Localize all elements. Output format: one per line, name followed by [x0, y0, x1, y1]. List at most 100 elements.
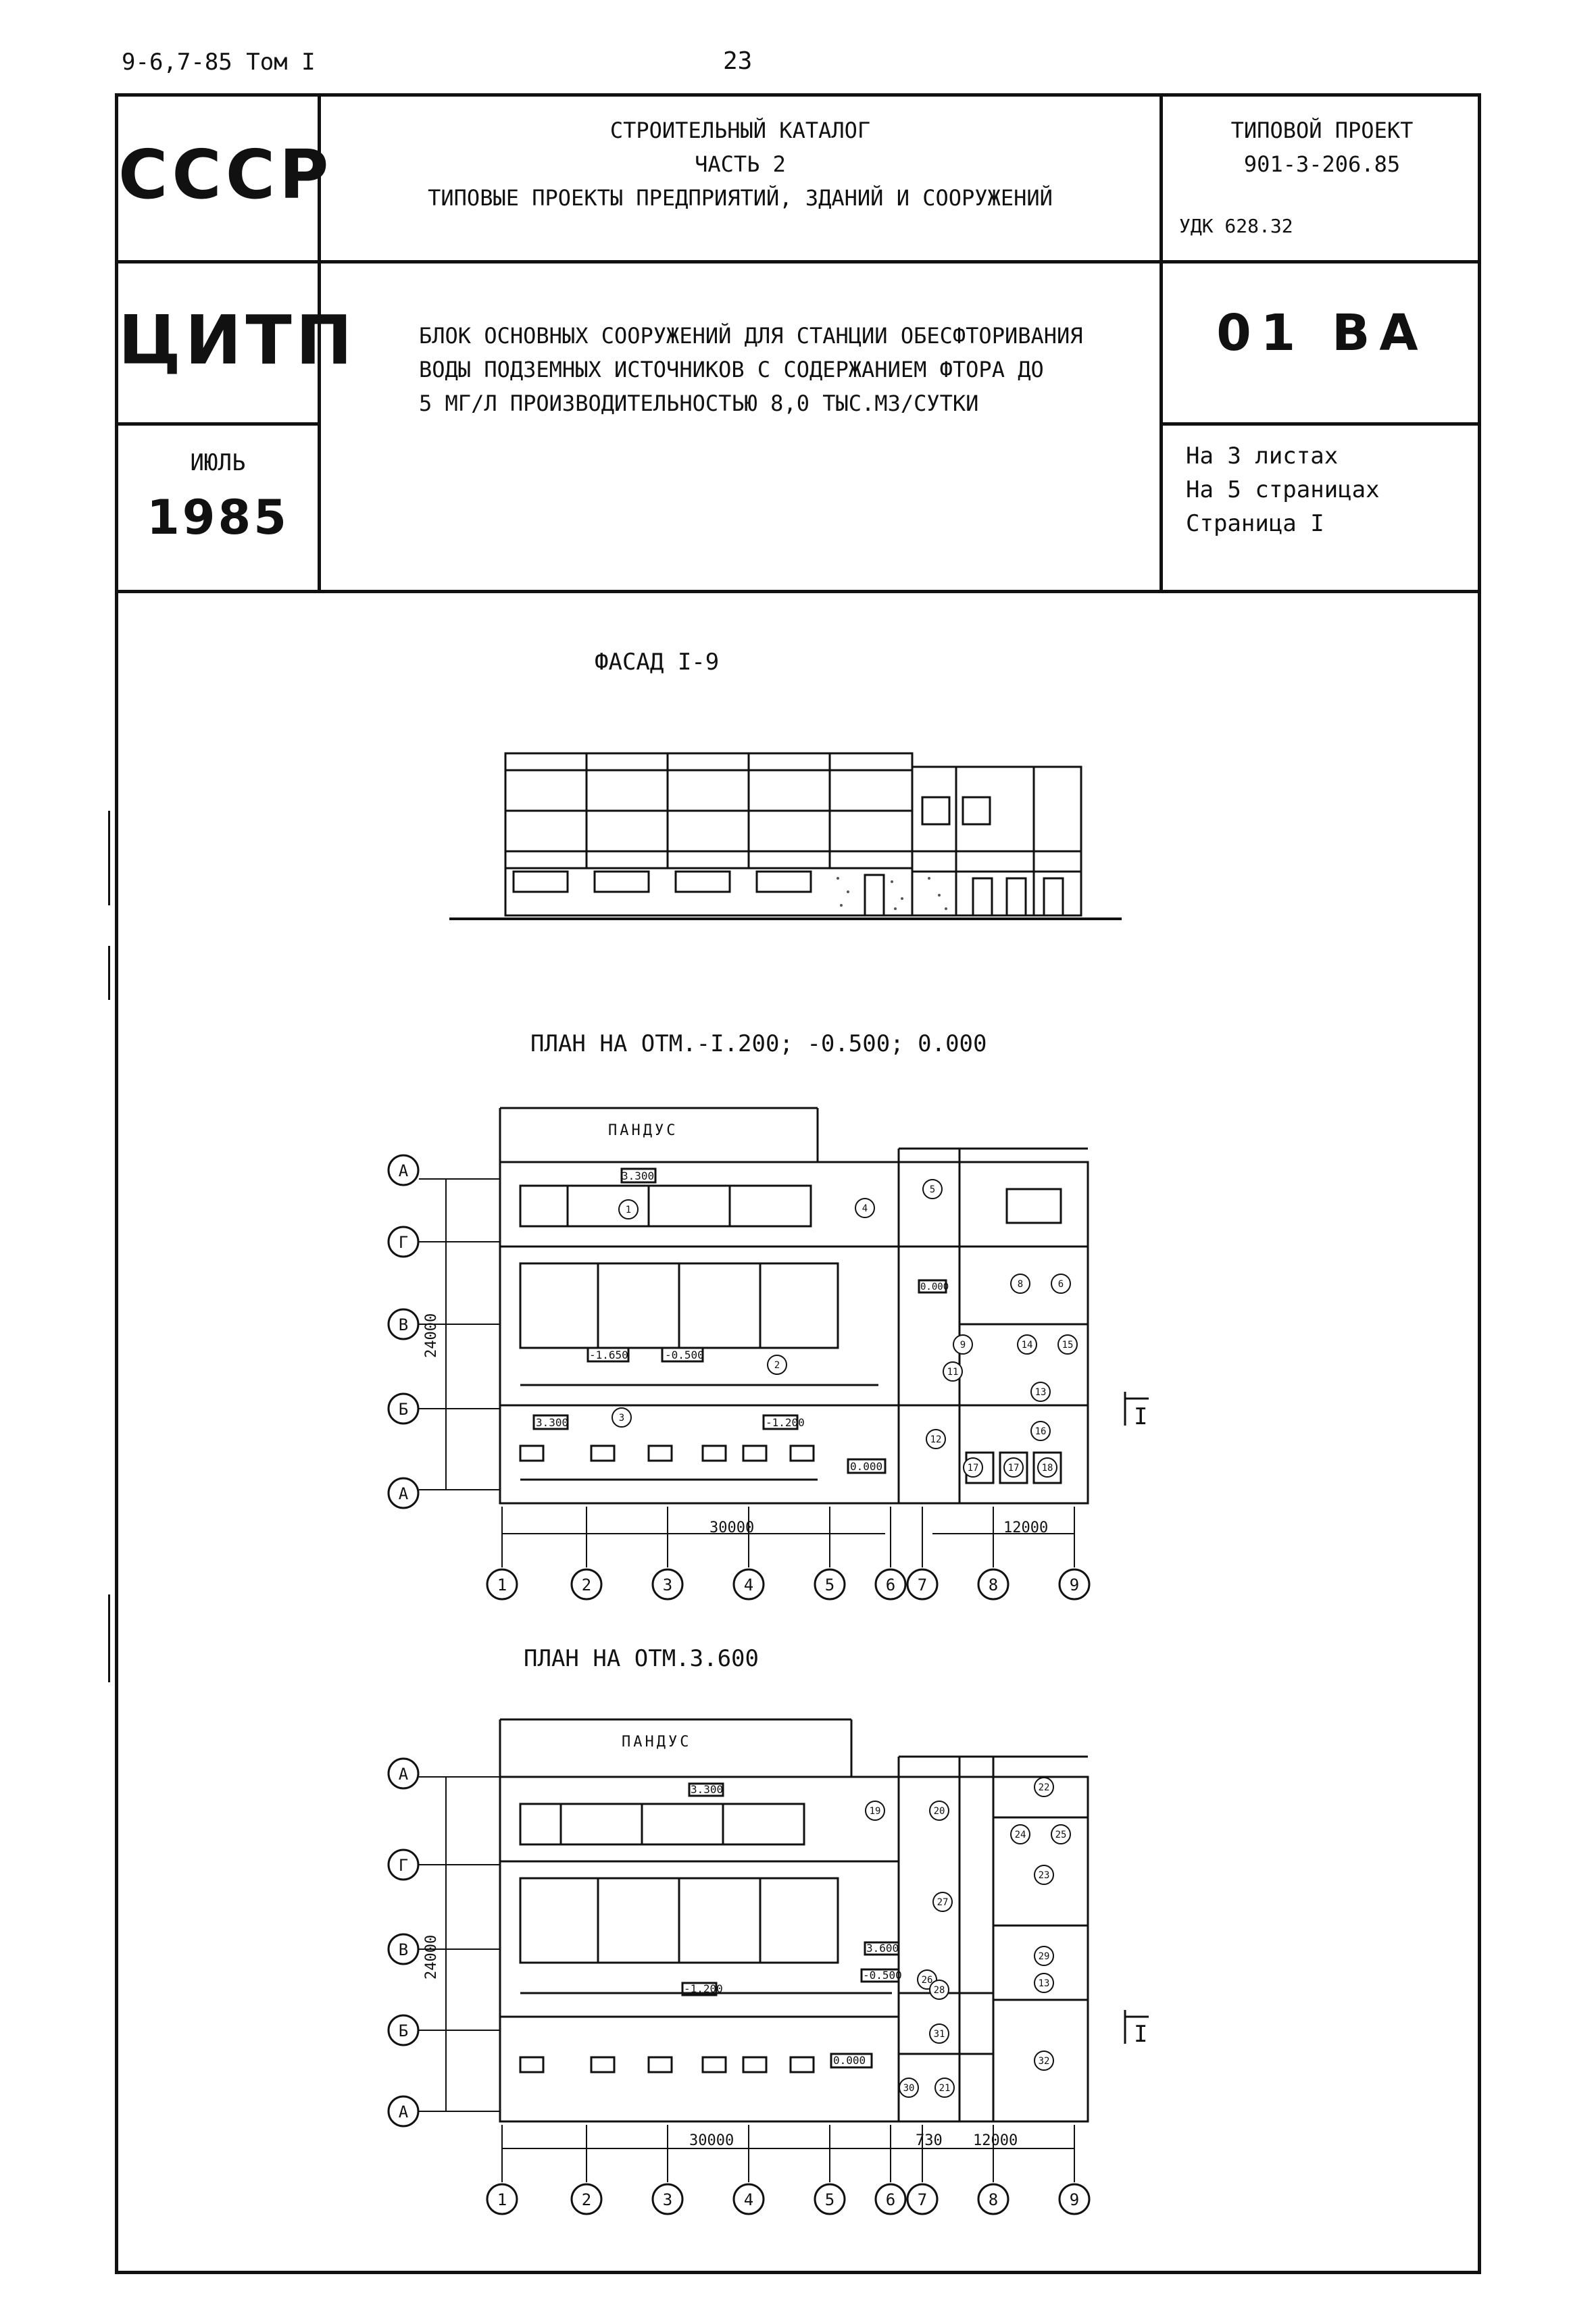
plan1-dim-width: 24000 [423, 1313, 440, 1358]
header-left-divider [115, 422, 318, 426]
svg-text:28: 28 [934, 1985, 945, 1996]
svg-text:0.000: 0.000 [850, 1460, 882, 1473]
title-line-2: ВОДЫ ПОДЗЕМНЫХ ИСТОЧНИКОВ С СОДЕРЖАНИЕМ … [419, 357, 1044, 382]
plan1-axis-row-g: Г [399, 1233, 408, 1252]
svg-text:-0.500: -0.500 [665, 1349, 704, 1361]
svg-text:В: В [399, 1940, 408, 1959]
svg-text:11: 11 [947, 1367, 959, 1378]
document-code: 01 ВА [1216, 304, 1428, 362]
svg-text:8: 8 [989, 1576, 998, 1594]
svg-text:3: 3 [663, 2190, 672, 2209]
page-number: 23 [723, 47, 753, 75]
svg-text:6: 6 [886, 1576, 895, 1594]
svg-text:Б: Б [399, 2021, 408, 2040]
svg-text:1: 1 [497, 2190, 507, 2209]
svg-text:7: 7 [918, 1576, 927, 1594]
svg-text:3: 3 [619, 1413, 624, 1424]
svg-text:-1.200: -1.200 [766, 1416, 805, 1429]
svg-text:2: 2 [774, 1360, 780, 1371]
project-label: ТИПОВОЙ ПРОЕКТ [1230, 118, 1414, 143]
header-divider-left [318, 93, 321, 593]
title-line-1: БЛОК ОСНОВНЫХ СООРУЖЕНИЙ ДЛЯ СТАНЦИИ ОБЕ… [419, 323, 1083, 349]
plan1-dim-right: 12000 [1003, 1519, 1048, 1536]
svg-text:А: А [399, 1765, 409, 1784]
svg-text:3.300: 3.300 [536, 1416, 568, 1429]
svg-text:1: 1 [626, 1205, 631, 1215]
header-right-divider [1159, 422, 1481, 426]
facade-hatch [837, 877, 947, 910]
svg-text:8: 8 [989, 2190, 998, 2209]
svg-text:21: 21 [939, 2083, 951, 2094]
plan2-dim-small: 730 [916, 2132, 943, 2149]
svg-text:17: 17 [968, 1463, 979, 1474]
plan1-ramp-label: ПАНДУС [608, 1122, 678, 1139]
plan2-dim-width: 24000 [423, 1935, 440, 1980]
project-number: 901-3-206.85 [1243, 151, 1401, 177]
svg-text:3.300: 3.300 [622, 1169, 654, 1182]
svg-text:15: 15 [1062, 1340, 1074, 1351]
svg-text:12: 12 [930, 1434, 942, 1445]
plan2-dim-length: 30000 [689, 2132, 734, 2149]
svg-text:7: 7 [918, 2190, 927, 2209]
date-year: 1985 [147, 490, 289, 545]
plan1-axis-row-b: Б [399, 1400, 408, 1419]
svg-text:9: 9 [1070, 1576, 1079, 1594]
svg-text:8: 8 [1018, 1279, 1023, 1290]
svg-text:26: 26 [922, 1975, 933, 1986]
svg-text:13: 13 [1039, 1978, 1050, 1989]
catalog-part: ЧАСТЬ 2 [695, 151, 786, 177]
plan1-axis-row-v: В [399, 1315, 408, 1334]
svg-text:27: 27 [937, 1897, 949, 1908]
date-month: ИЮЛЬ [190, 449, 246, 476]
svg-text:2: 2 [582, 1576, 591, 1594]
svg-text:2: 2 [582, 2190, 591, 2209]
svg-text:32: 32 [1039, 2056, 1050, 2067]
svg-text:1: 1 [497, 1576, 507, 1594]
svg-text:4: 4 [744, 2190, 753, 2209]
margin-mark-2 [108, 946, 110, 1000]
facade-drawing [449, 752, 1122, 920]
svg-text:3.300: 3.300 [691, 1783, 723, 1796]
header-divider-right [1159, 93, 1163, 593]
margin-mark-3 [108, 1594, 110, 1682]
plan1-axis-row-a1: А [399, 1161, 409, 1180]
svg-text:Г: Г [399, 1856, 408, 1875]
svg-text:-0.500: -0.500 [863, 1969, 902, 1982]
plan2-caption: ПЛАН НА ОТМ.3.600 [524, 1645, 759, 1672]
svg-text:13: 13 [1035, 1387, 1047, 1398]
facade-caption: ФАСАД I-9 [595, 649, 720, 676]
svg-text:31: 31 [934, 2029, 945, 2040]
margin-mark-1 [108, 811, 110, 905]
svg-text:А: А [399, 2103, 409, 2121]
svg-text:6: 6 [1058, 1279, 1064, 1290]
svg-text:9: 9 [960, 1340, 966, 1351]
svg-text:3: 3 [663, 1576, 672, 1594]
page-label: Страница I [1186, 510, 1324, 537]
svg-text:16: 16 [1035, 1426, 1047, 1437]
header-bottom-divider [115, 590, 1481, 593]
udk-code: УДК 628.32 [1179, 215, 1293, 237]
catalog-subtitle: ТИПОВЫЕ ПРОЕКТЫ ПРЕДПРИЯТИЙ, ЗДАНИЙ И СО… [428, 185, 1053, 211]
svg-text:5: 5 [825, 2190, 834, 2209]
plan1-axis-row-a2: А [399, 1484, 409, 1503]
sheet-count: На 3 листах [1186, 443, 1339, 470]
svg-text:-1.200: -1.200 [684, 1982, 723, 1995]
title-line-3: 5 МГ/Л ПРОИЗВОДИТЕЛЬНОСТЬЮ 8,0 ТЫС.М3/СУ… [419, 391, 979, 416]
svg-text:4: 4 [862, 1203, 868, 1214]
svg-text:4: 4 [744, 1576, 753, 1594]
svg-text:17: 17 [1008, 1463, 1020, 1474]
page-count: На 5 страницах [1186, 476, 1380, 503]
svg-text:5: 5 [825, 1576, 834, 1594]
svg-text:14: 14 [1022, 1340, 1033, 1351]
svg-text:29: 29 [1039, 1951, 1050, 1962]
catalog-title: СТРОИТЕЛЬНЫЙ КАТАЛОГ [609, 118, 871, 143]
plan2-ramp-label: ПАНДУС [622, 1734, 691, 1751]
svg-text:0.000: 0.000 [920, 1282, 949, 1292]
plan2-dim-right: 12000 [973, 2132, 1018, 2149]
plan1-caption: ПЛАН НА ОТМ.-I.200; -0.500; 0.000 [530, 1030, 987, 1057]
svg-text:-1.650: -1.650 [589, 1349, 628, 1361]
plan1-section-mark: I [1134, 1403, 1147, 1430]
svg-text:5: 5 [930, 1184, 935, 1195]
